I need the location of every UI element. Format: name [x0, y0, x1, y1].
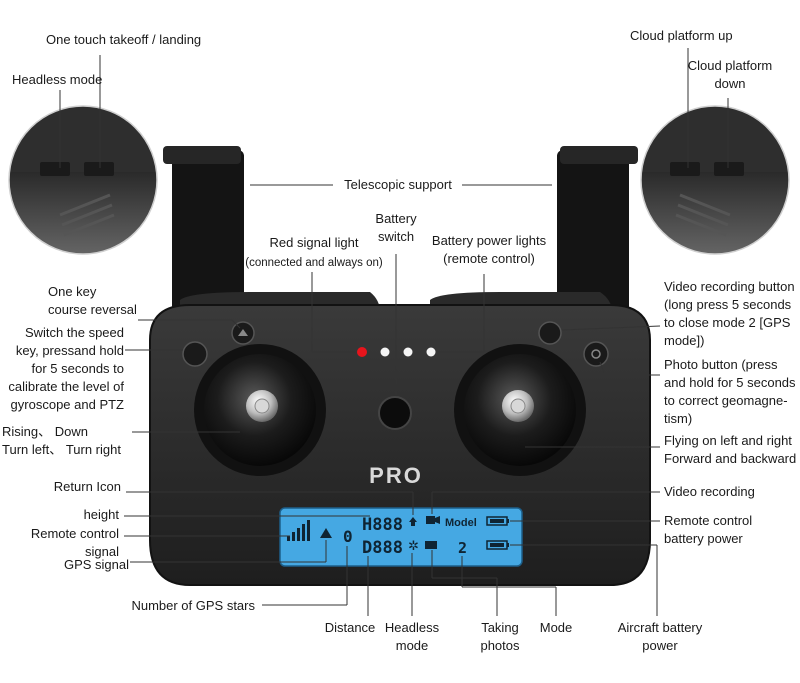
video-record-button[interactable] [538, 321, 562, 345]
battery-led-3 [426, 347, 436, 357]
speed-icon [238, 329, 248, 336]
lcd-gps-stars: 0 [343, 527, 353, 546]
label-cloud-platform-down: Cloud platform down [687, 58, 773, 91]
left-joystick[interactable] [194, 344, 326, 476]
lcd-model-label: Model [445, 517, 477, 529]
label-cloud-platform-up: Cloud platform up [630, 28, 733, 43]
camera-icon [591, 349, 601, 359]
label-rising-down: Rising、 Down Turn left、 Turn right [2, 424, 121, 457]
label-flying-left-right: Flying on left and right Forward and bac… [664, 433, 797, 466]
remote-battery-icon [486, 516, 509, 526]
label-red-signal-note: (connected and always on) [245, 257, 383, 269]
battery-led-2 [403, 347, 413, 357]
battery-led-1 [380, 347, 390, 357]
photo-button[interactable] [583, 341, 609, 367]
label-taking-photos: Taking photos [480, 620, 520, 653]
lcd-height: H888 [362, 515, 403, 535]
label-one-touch-takeoff: One touch takeoff / landing [46, 32, 202, 47]
telescopic-support-left [163, 146, 244, 320]
label-gps-signal: GPS signal [63, 557, 129, 572]
label-battery-switch: Battery switch [375, 211, 417, 244]
battery-switch-button[interactable] [378, 396, 412, 430]
zoom-right-cloud-buttons [640, 105, 790, 255]
label-battery-power-lights: Battery power lights (remote control) [431, 233, 547, 266]
red-signal-led [357, 347, 367, 357]
label-headless-mode: Headless mode [12, 72, 103, 87]
brand-logo: PRO [369, 463, 423, 488]
headless-mode-icon: ✲ [408, 538, 419, 553]
right-joystick[interactable] [454, 344, 586, 476]
label-aircraft-battery: Aircraft battery power [617, 620, 703, 653]
taking-photos-icon [425, 541, 437, 549]
leader-lines [59, 48, 729, 616]
lcd-mode: 2 [458, 539, 467, 557]
video-recording-icon [426, 516, 435, 524]
gps-satellite-icon [320, 528, 332, 538]
telescopic-support-right [557, 146, 638, 320]
zoom-left-headless-buttons [8, 105, 158, 255]
label-distance: Distance [324, 620, 376, 635]
return-icon [409, 517, 417, 526]
course-reversal-button[interactable] [182, 341, 208, 367]
label-switch-speed: Switch the speed key, pressand hold for … [8, 325, 124, 412]
label-mode: Mode [539, 620, 573, 635]
label-video-recording-button: Video recording button (long press 5 sec… [664, 279, 795, 348]
label-red-signal-light: Red signal light [269, 235, 359, 250]
label-video-recording: Video recording [664, 484, 755, 499]
label-remote-battery: Remote control battery power [664, 513, 753, 546]
aircraft-battery-icon [486, 540, 509, 550]
lcd-distance: D888 [362, 538, 403, 558]
video-lens-icon [435, 516, 440, 524]
label-course-reversal: One key course reversal [48, 284, 137, 317]
label-gps-stars: Number of GPS stars [131, 598, 255, 613]
signal-bars-icon [287, 520, 310, 541]
label-height: height [83, 507, 119, 522]
label-photo-button: Photo button (press and hold for 5 secon… [664, 357, 796, 426]
label-headless-mode-lcd: Headless mode [384, 620, 440, 653]
label-return-icon: Return Icon [53, 479, 121, 494]
label-telescopic-support: Telescopic support [344, 177, 452, 192]
lcd-screen: 0 H888 D888 ✲ Model 2 [279, 507, 523, 567]
label-remote-control-signal: Remote control signal [30, 526, 119, 559]
